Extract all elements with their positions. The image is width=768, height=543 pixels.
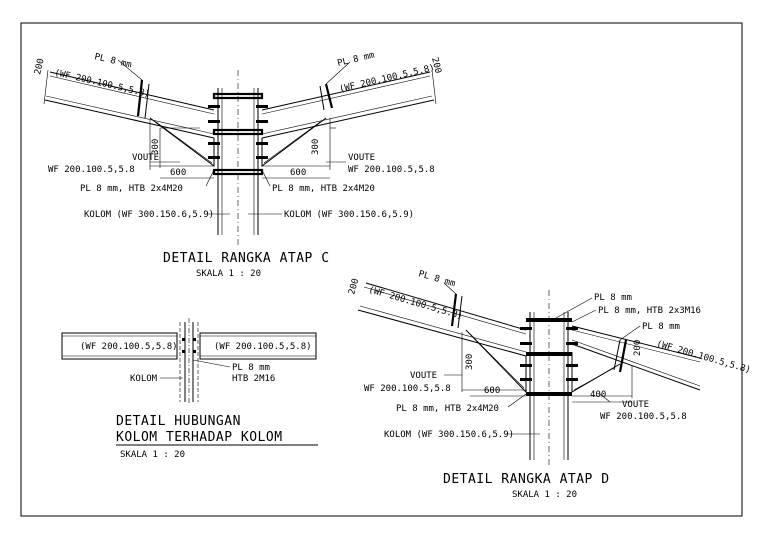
detail-conn-right-beam-label: (WF 200.100.5,5.8) — [214, 342, 312, 352]
detail-c-right-voute-height: 300 — [311, 139, 321, 155]
detail-conn-title-line2: KOLOM TERHADAP KOLOM — [116, 430, 283, 445]
detail-conn-title-line1: DETAIL HUBUNGAN — [116, 414, 241, 429]
detail-d-right-voute-section: WF 200.100.5,5.8 — [600, 412, 687, 422]
detail-c-scale: SKALA 1 : 20 — [196, 269, 261, 279]
detail-c-right-rafter — [261, 69, 437, 139]
detail-c-right-column-label: KOLOM (WF 300.150.6,5.9) — [284, 210, 414, 220]
detail-d-left-voute-height: 300 — [465, 354, 475, 370]
detail-conn-plate-label: PL 8 mm — [232, 363, 270, 373]
detail-d-right-plate-label: PL 8 mm — [642, 322, 680, 332]
detail-c-title: DETAIL RANGKA ATAP C — [163, 251, 330, 266]
detail-c-right-plate-label: PL 8 mm — [336, 51, 375, 69]
detail-d-left-voute — [461, 329, 527, 394]
detail-conn-bolt-label: HTB 2M16 — [232, 374, 275, 384]
detail-c-left-rafter — [43, 69, 215, 139]
detail-conn-column-label: KOLOM — [130, 374, 158, 384]
detail-c-left-voute-section: WF 200.100.5,5.8 — [48, 165, 135, 175]
detail-c-right-bolt-label: PL 8 mm, HTB 2x4M20 — [272, 184, 375, 194]
detail-c-left-column-label: KOLOM (WF 300.150.6,5.9) — [84, 210, 214, 220]
detail-c-left-voute-width: 600 — [170, 168, 186, 178]
detail-c-bolts — [208, 105, 268, 159]
detail-c-left-voute-label: VOUTE — [132, 153, 159, 163]
detail-c-left-plate-label: PL 8 mm — [93, 52, 132, 70]
detail-c-right-rafter-label: (WF 200.100.5,5.8) — [338, 63, 435, 95]
detail-conn-left-beam — [61, 332, 178, 360]
detail-d-left-voute-width: 600 — [484, 386, 500, 396]
detail-c-left-voute-height: 300 — [151, 139, 161, 155]
detail-d-left-rafter — [357, 282, 527, 357]
detail-d-right-depth: 200 — [633, 340, 643, 356]
detail-d-right-voute-label: VOUTE — [622, 400, 649, 410]
detail-c-right-voute-label: VOUTE — [348, 153, 375, 163]
detail-c-left-bolt-label: PL 8 mm, HTB 2x4M20 — [80, 184, 183, 194]
detail-conn-left-beam-label: (WF 200.100.5,5.8) — [80, 342, 178, 352]
detail-c-right-voute — [261, 117, 336, 170]
detail-c-left-rafter-label: (WF 200.100.5,5.8) — [53, 68, 150, 100]
detail-c-left-depth: 200 — [33, 58, 46, 76]
detail-c-column — [212, 70, 264, 245]
detail-conn-column — [179, 318, 199, 404]
detail-conn-bolts — [182, 338, 196, 353]
detail-c: PL 8 mm PL 8 mm (WF 200.100.5,5.8) (WF 2… — [33, 51, 442, 279]
detail-d-left-plate-label: PL 8 mm — [417, 269, 456, 289]
detail-d-column — [526, 290, 572, 468]
detail-c-left-voute — [149, 117, 215, 170]
detail-d-left-voute-section: WF 200.100.5,5.8 — [364, 384, 451, 394]
sheet-border — [20, 22, 743, 517]
detail-conn: (WF 200.100.5,5.8) (WF 200.100.5,5.8) PL… — [61, 318, 318, 460]
detail-d: PL 8 mm (WF 200.100.5,5.8) 200 PL 8 mm P… — [347, 269, 751, 500]
detail-c-right-voute-width: 600 — [290, 168, 306, 178]
detail-d-column-label: KOLOM (WF 300.150.6,5.9) — [384, 430, 514, 440]
detail-d-left-voute-label: VOUTE — [410, 371, 437, 381]
detail-d-scale: SKALA 1 : 20 — [512, 490, 577, 500]
detail-d-right-voute-width: 400 — [590, 390, 606, 400]
detail-d-leaders — [443, 282, 641, 435]
detail-conn-right-beam — [199, 332, 317, 360]
detail-d-right-rafter-label: (WF 200.100.5,5.8) — [655, 339, 752, 376]
detail-c-leaders — [117, 59, 351, 215]
detail-d-top-bolt-label: PL 8 mm, HTB 2x3M16 — [598, 306, 701, 316]
detail-c-right-voute-section: WF 200.100.5,5.8 — [348, 165, 435, 175]
detail-d-bolts — [520, 327, 578, 381]
detail-d-title: DETAIL RANGKA ATAP D — [443, 472, 610, 487]
detail-conn-scale: SKALA 1 : 20 — [120, 450, 185, 460]
detail-c-right-depth: 200 — [429, 56, 442, 74]
detail-d-right-rafter — [571, 325, 701, 391]
detail-d-left-depth: 200 — [347, 277, 361, 295]
detail-d-bottom-bolt-label: PL 8 mm, HTB 2x4M20 — [396, 404, 499, 414]
detail-d-top-plate-label: PL 8 mm — [594, 293, 632, 303]
